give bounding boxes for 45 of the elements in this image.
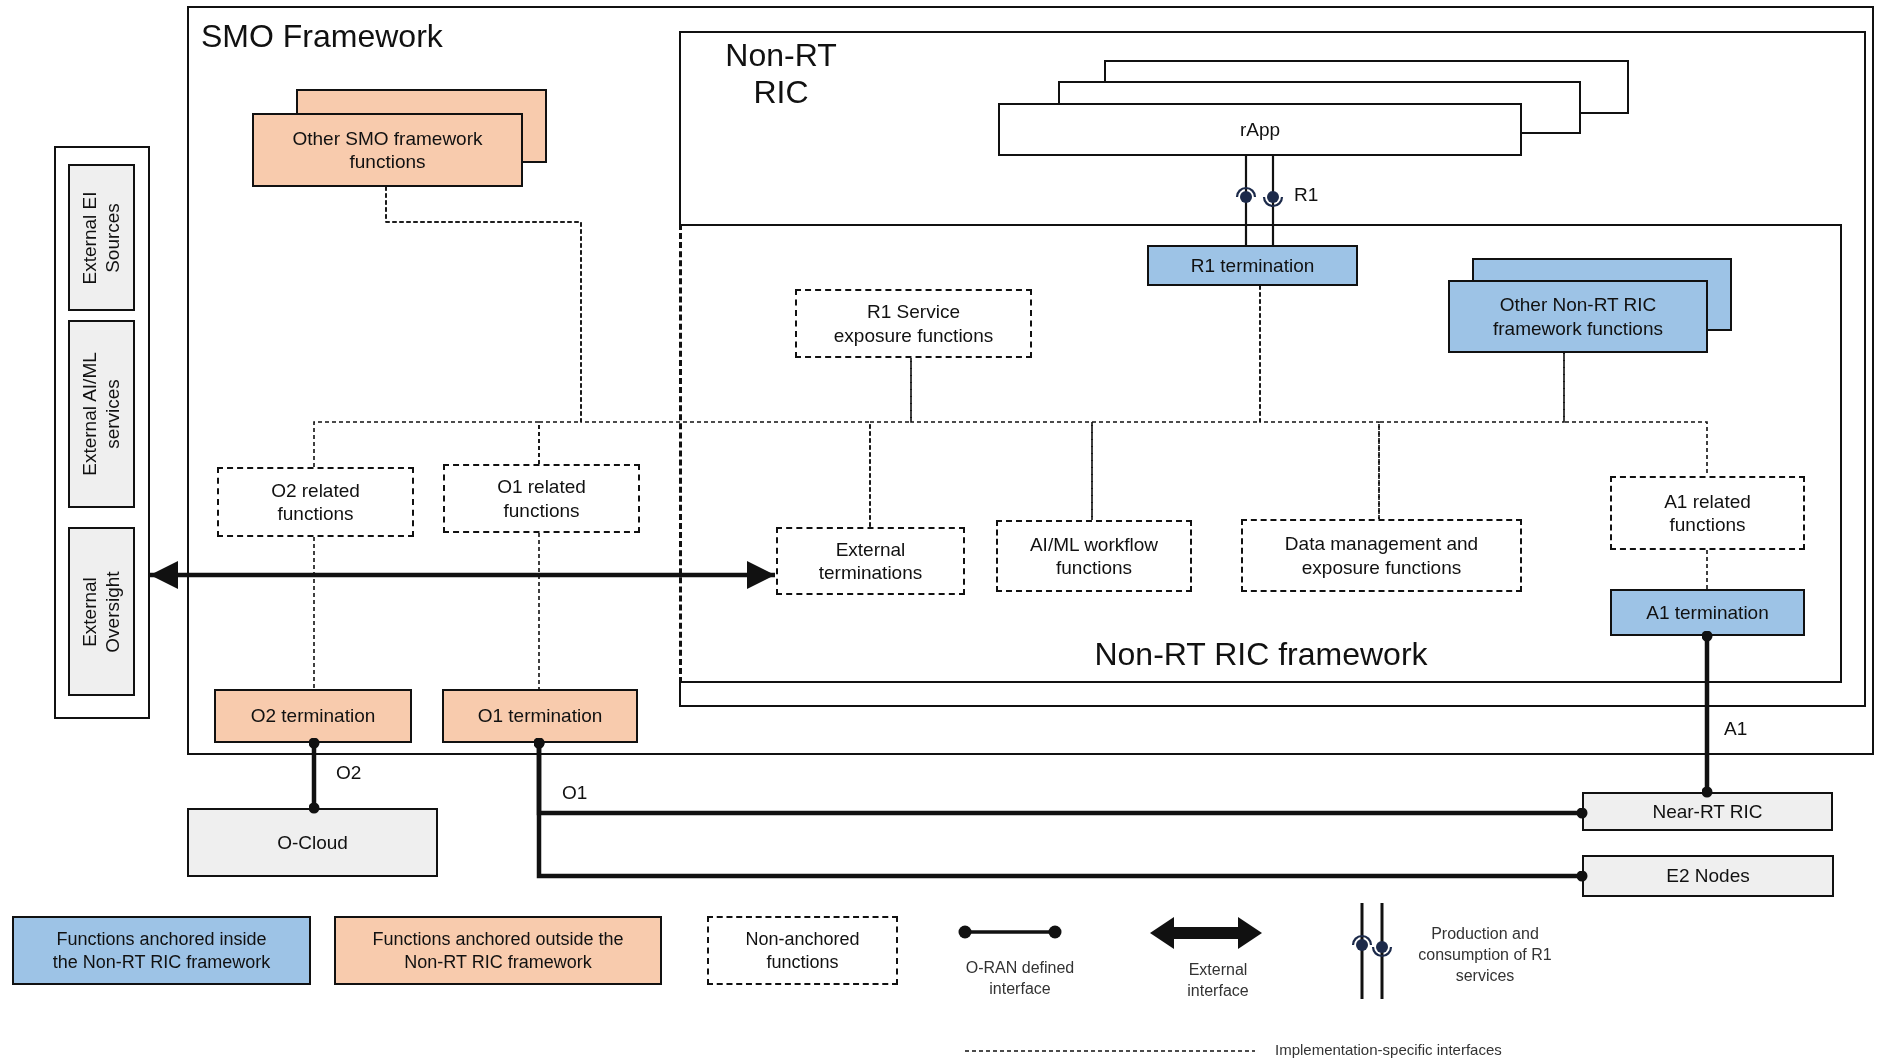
external-service-box xyxy=(68,527,135,696)
panel-title: Non-RT RIC framework xyxy=(1093,636,1429,673)
function-box: O2 related functions xyxy=(217,467,414,537)
external-service-box xyxy=(68,164,135,311)
termination-box: A1 termination xyxy=(1610,589,1805,636)
stacked-rapp-box: rApp xyxy=(998,60,1629,156)
function-box: A1 related functions xyxy=(1610,476,1805,550)
function-box: R1 Service exposure functions xyxy=(795,289,1032,358)
interface-line xyxy=(1701,630,1713,798)
panel-title: SMO Framework xyxy=(201,18,443,55)
legend-label: Functions anchored outside the Non-RT RIC framework xyxy=(372,928,624,973)
vertical-label: External AI/ML services xyxy=(78,351,124,478)
legend-label: Implementation-specific interfaces xyxy=(1275,1040,1503,1060)
dashed-connector xyxy=(538,532,540,690)
legend-label: O-RAN defined interface xyxy=(964,958,1076,999)
termination-box: R1 termination xyxy=(1147,245,1358,286)
function-box: Data management and exposure functions xyxy=(1241,519,1522,592)
non-rt-ric-panel xyxy=(679,31,1866,707)
network-node-box: O-Cloud xyxy=(187,808,438,877)
legend-label: Production and consumption of R1 services xyxy=(1417,924,1553,986)
dashed-connector xyxy=(1706,549,1708,590)
vertical-label: External Oversight xyxy=(78,569,124,655)
legend-label: Functions anchored inside the Non-RT RIC framework xyxy=(51,928,272,973)
connector-line xyxy=(1271,156,1275,245)
double-arrow xyxy=(150,561,775,589)
interface-line xyxy=(308,737,320,814)
dashed-connector xyxy=(313,421,540,468)
framework-panel xyxy=(679,224,1842,683)
legend-label: External interface xyxy=(1186,960,1250,1001)
dashed-connector xyxy=(313,536,315,690)
vertical-label: External EI Sources xyxy=(78,190,124,286)
function-box: External terminations xyxy=(776,527,965,595)
function-box: O1 related functions xyxy=(443,464,640,533)
connector-line xyxy=(1244,156,1248,245)
panel-title: Non-RT RIC xyxy=(724,37,838,111)
network-node-box: Near-RT RIC xyxy=(1582,792,1833,831)
smo-framework-panel xyxy=(187,6,1874,755)
legend-label: Non-anchored functions xyxy=(744,928,861,973)
termination-box: O1 termination xyxy=(442,689,638,743)
external-service-box xyxy=(68,320,135,508)
termination-box: O2 termination xyxy=(214,689,412,743)
external-services-panel xyxy=(54,146,150,719)
network-node-box: E2 Nodes xyxy=(1582,855,1834,897)
interface-line xyxy=(533,737,1588,882)
function-box: AI/ML workflow functions xyxy=(996,520,1192,592)
